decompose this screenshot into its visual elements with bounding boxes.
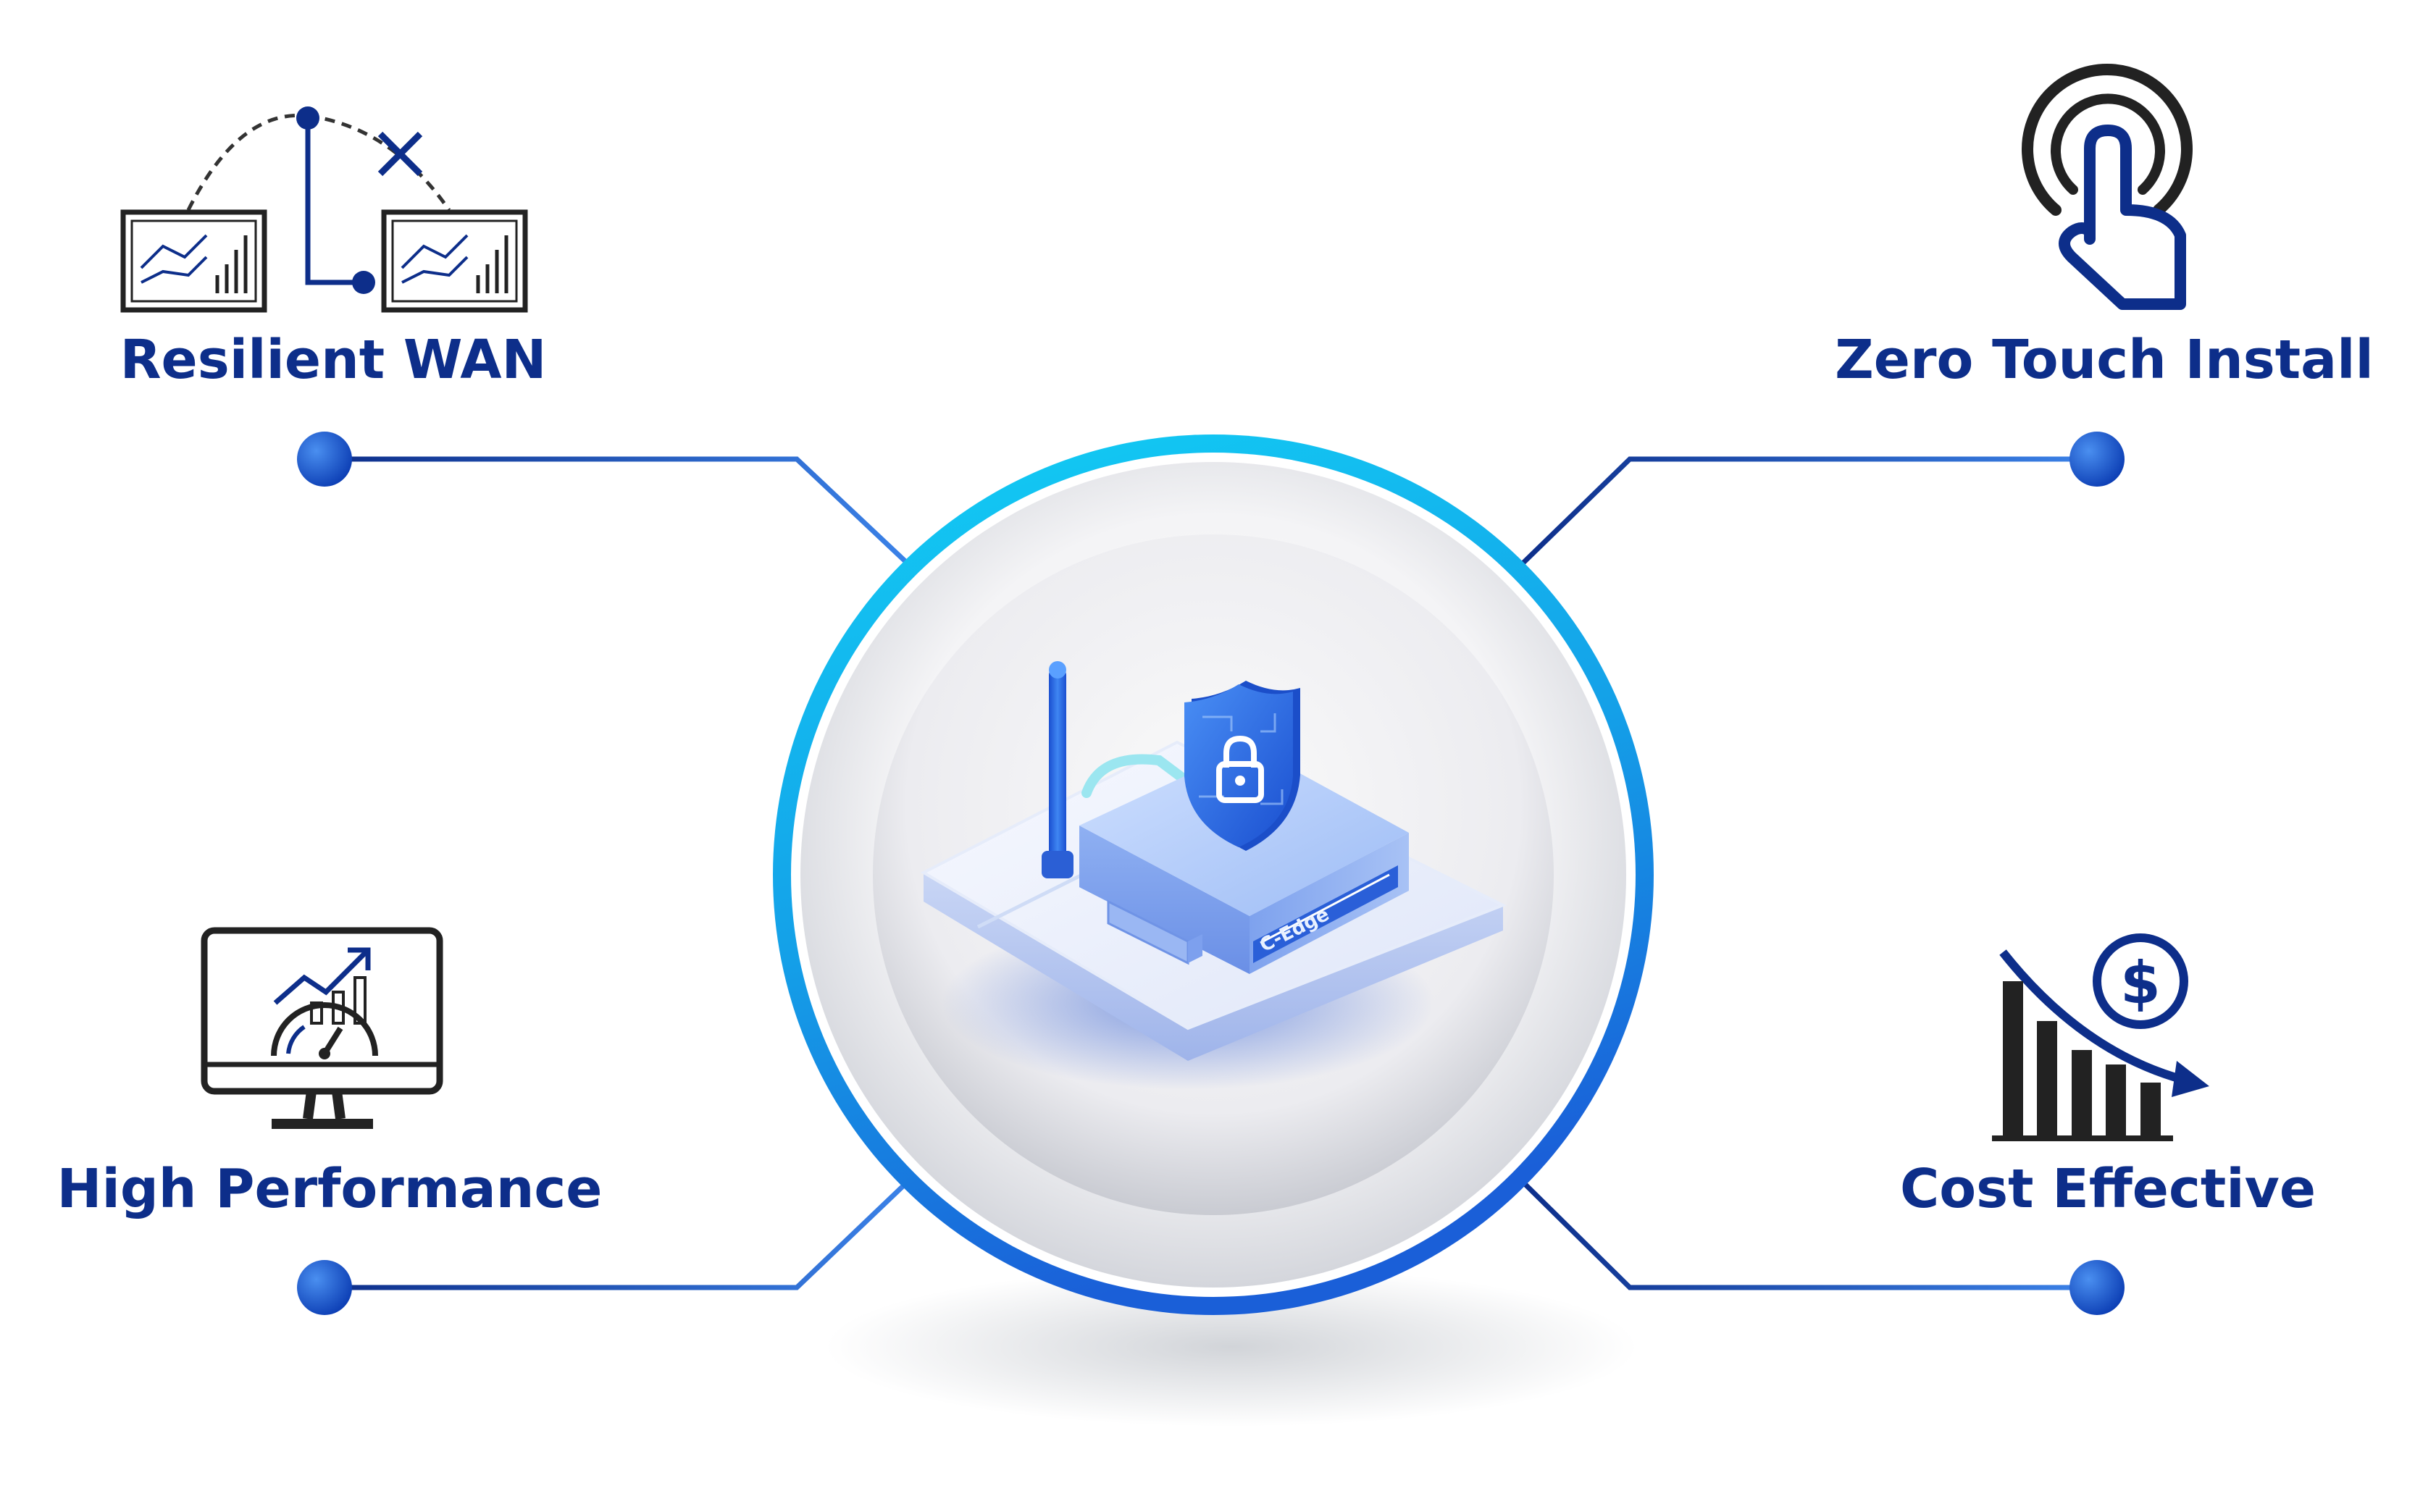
cost-decline-icon: $: [1992, 933, 2209, 1141]
connector-dot-bottom-left: [297, 1260, 352, 1315]
connector-lines: [297, 432, 2125, 1315]
resilient-wan-icon: [120, 106, 528, 313]
router-shield-icon: C-Edge: [920, 661, 1507, 1090]
feature-label-zero-touch-install: Zero Touch Install: [1835, 329, 2374, 391]
connector-dot-bottom-right: [2069, 1260, 2125, 1315]
svg-text:$: $: [2120, 949, 2161, 1017]
feature-label-cost-effective: Cost Effective: [1899, 1158, 2316, 1220]
connector-bottom-left: [326, 1178, 911, 1290]
performance-monitor-icon: [201, 927, 443, 1129]
connector-dot-top-left: [297, 432, 352, 487]
connector-dot-top-right: [2069, 432, 2125, 487]
feature-label-resilient-wan: Resilient WAN: [120, 329, 547, 391]
touch-hand-icon: [2022, 63, 2193, 310]
connector-top-left: [326, 456, 911, 567]
feature-label-high-performance: High Performance: [56, 1158, 603, 1220]
connector-top-right: [1519, 456, 2093, 567]
connector-bottom-right: [1519, 1178, 2093, 1290]
